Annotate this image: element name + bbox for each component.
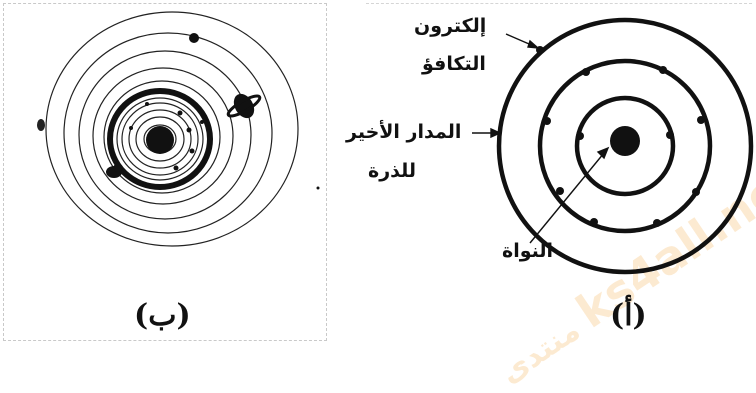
electron-inner-1 xyxy=(576,132,584,140)
electron-middle-3 xyxy=(543,117,551,125)
electron-middle-7 xyxy=(590,218,598,226)
electron-middle-5 xyxy=(556,187,564,195)
electron-middle-8 xyxy=(653,219,661,227)
figure: منتدى ks4all.net xyxy=(0,0,756,348)
label-last-orbit-2: للذرة xyxy=(368,160,416,182)
nucleus-a xyxy=(610,126,640,156)
label-nucleus: النواة xyxy=(502,240,553,262)
label-valence-electron-2: التكافؤ xyxy=(422,53,486,75)
electron-middle-1 xyxy=(582,68,590,76)
electron-inner-2 xyxy=(666,131,674,139)
caption-diagram-b: (ب) xyxy=(134,298,191,333)
electron-middle-6 xyxy=(692,188,700,196)
arrowhead-nucleus xyxy=(598,148,608,158)
electron-middle-4 xyxy=(697,116,705,124)
arrowhead-valence xyxy=(528,41,538,48)
label-valence-electron-1: إلكترون xyxy=(414,15,486,37)
label-last-orbit-1: المدار الأخير xyxy=(346,121,461,143)
caption-diagram-a: (أ) xyxy=(610,298,647,333)
electron-middle-2 xyxy=(659,66,667,74)
